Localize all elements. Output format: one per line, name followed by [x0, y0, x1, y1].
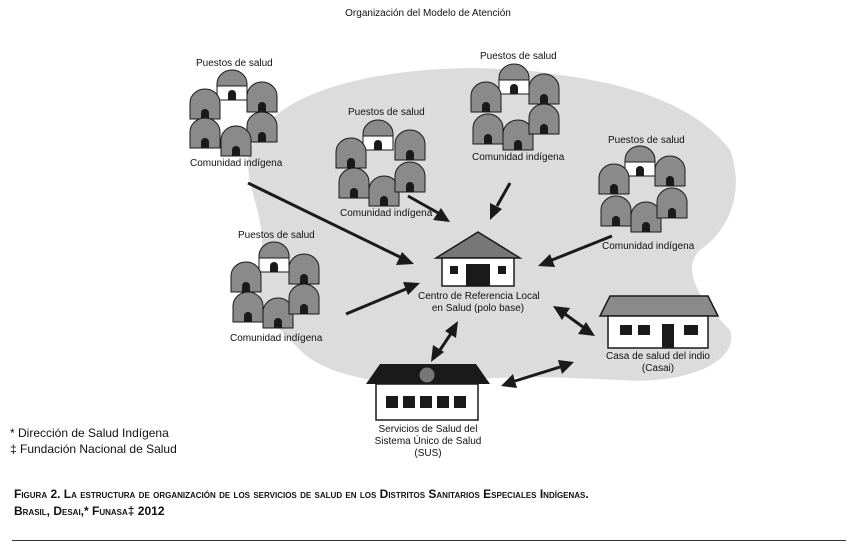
arrowhead — [433, 208, 450, 222]
casai-label-line2: (Casai) — [641, 363, 675, 374]
hut-icon — [288, 253, 320, 285]
arrowhead — [431, 345, 444, 362]
hut-icon — [220, 125, 252, 157]
hut-icon — [598, 163, 630, 195]
arrowhead — [553, 306, 570, 320]
caption-line2: Brasil, Desai,* Funasa‡ 2012 — [14, 504, 165, 518]
sus-label-line3: (SUS) — [414, 448, 442, 459]
arrow-centro-sus — [438, 331, 454, 351]
footnote-funasa: ‡ Fundación Nacional de Salud — [10, 442, 177, 456]
hut-icon — [528, 73, 560, 105]
arrowhead — [538, 254, 555, 267]
arrowhead — [445, 321, 458, 338]
label-puestos-2: Puestos de salud — [348, 107, 425, 118]
label-comunidad-2: Comunidad indígena — [340, 208, 433, 219]
hut-icon — [288, 283, 320, 315]
arrow-centro-casai — [564, 312, 584, 329]
arrow-community-left-top — [247, 181, 403, 260]
sus-building — [366, 364, 490, 421]
arrow-community-center — [407, 194, 441, 216]
centro-label-line1: Centro de Referencia Local — [418, 291, 540, 302]
hut-icon — [630, 201, 662, 233]
hut-icon — [216, 69, 248, 101]
arrowhead — [403, 282, 420, 295]
huts-layer — [189, 63, 688, 329]
hut-icon — [624, 145, 656, 177]
hut-icon — [232, 291, 264, 323]
figure-caption: Figura 2. La estructura de organización … — [14, 486, 834, 520]
arrowhead — [490, 203, 502, 220]
arrowhead — [558, 360, 574, 374]
label-puestos-4: Puestos de salud — [608, 135, 685, 146]
arrows-layer — [247, 181, 613, 388]
hut-icon — [246, 81, 278, 113]
label-comunidad-5: Comunidad indígena — [230, 333, 323, 344]
hut-icon — [394, 129, 426, 161]
hut-icon — [528, 103, 560, 135]
casai-label-line1: Casa de salud del indio — [606, 351, 710, 362]
label-puestos-3: Puestos de salud — [480, 51, 557, 62]
arrow-community-left-bottom — [345, 287, 407, 316]
hut-icon — [189, 117, 221, 149]
hut-icon — [362, 119, 394, 151]
hut-icon — [230, 261, 262, 293]
caption-line1: Figura 2. La estructura de organización … — [14, 487, 589, 501]
arrow-community-top — [495, 182, 512, 207]
bottom-rule — [12, 540, 846, 541]
casai-building — [598, 295, 720, 349]
hut-icon — [189, 88, 221, 120]
hut-icon — [600, 195, 632, 227]
label-comunidad-1: Comunidad indígena — [190, 158, 283, 169]
arrowhead — [501, 374, 517, 388]
hut-icon — [654, 155, 686, 187]
sus-label-line2: Sistema Único de Salud — [374, 436, 482, 447]
arrowhead — [396, 252, 414, 265]
centro-label-line2: en Salud (polo base) — [431, 303, 525, 314]
hut-icon — [338, 167, 370, 199]
label-comunidad-4: Comunidad indígena — [602, 241, 695, 252]
hut-icon — [394, 161, 426, 193]
diagram-title: Organización del Modelo de Atención — [345, 8, 511, 19]
centro-label: Centro de Referencia Local en Salud (pol… — [418, 291, 540, 315]
arrowhead — [578, 322, 595, 336]
sus-label: Servicios de Salud del Sistema Único de … — [366, 424, 490, 460]
arrow-community-right — [551, 234, 613, 262]
centro-building — [433, 231, 523, 287]
hut-icon — [472, 113, 504, 145]
label-comunidad-3: Comunidad indígena — [472, 152, 565, 163]
arrow-sus-casai — [514, 365, 561, 383]
hut-icon — [258, 241, 290, 273]
hut-icon — [498, 63, 530, 95]
footnote-desai: * Dirección de Salud Indígena — [10, 426, 169, 440]
hut-icon — [335, 137, 367, 169]
hut-icon — [246, 111, 278, 143]
label-puestos-5: Puestos de salud — [238, 230, 315, 241]
sus-label-line1: Servicios de Salud del — [378, 424, 478, 435]
hut-icon — [656, 187, 688, 219]
label-puestos-1: Puestos de salud — [196, 58, 273, 69]
casai-label: Casa de salud del indio (Casai) — [600, 351, 716, 375]
hut-icon — [502, 119, 534, 151]
hut-icon — [470, 81, 502, 113]
